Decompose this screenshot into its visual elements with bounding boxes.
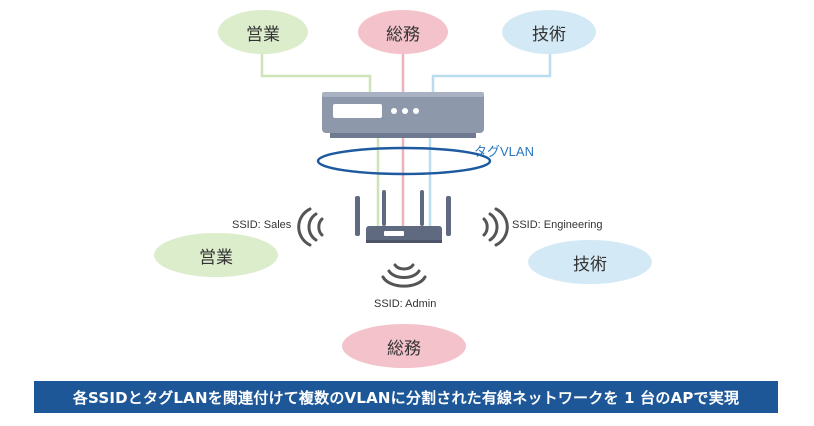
sales-group-wireless bbox=[154, 233, 278, 277]
general-affairs-group-top bbox=[358, 10, 448, 54]
engineering-group-wireless bbox=[528, 240, 652, 284]
caption-background bbox=[34, 381, 778, 413]
engineering-group-top bbox=[502, 10, 596, 54]
sales-connection-line bbox=[260, 52, 372, 95]
caption-text: 各SSIDとタグLANを関連付けて複数のVLANに分割された有線ネットワークを … bbox=[72, 388, 740, 407]
general-affairs-group-wireless bbox=[342, 324, 466, 368]
wifi-signal-left-icon bbox=[297, 207, 324, 247]
ssid-sales-label: SSID: Sales bbox=[232, 219, 292, 231]
engineering-connection-line bbox=[431, 52, 552, 95]
wifi-signal-right-icon bbox=[482, 207, 509, 247]
switch-icon bbox=[322, 92, 484, 138]
ssid-admin-label: SSID: Admin bbox=[374, 298, 437, 310]
ssid-engineering-label: SSID: Engineering bbox=[512, 219, 603, 231]
tagged-vlan-ring-back bbox=[316, 146, 492, 162]
access-point-icon bbox=[355, 190, 451, 243]
tagged-vlan-ring-front bbox=[316, 160, 492, 176]
caption-bar: 各SSIDとタグLANを関連付けて複数のVLANに分割された有線ネットワークを … bbox=[34, 381, 778, 413]
sales-group-top bbox=[218, 10, 308, 54]
tagged-vlan-label: タグVLAN bbox=[474, 144, 534, 159]
wifi-signal-down-icon bbox=[381, 263, 427, 288]
